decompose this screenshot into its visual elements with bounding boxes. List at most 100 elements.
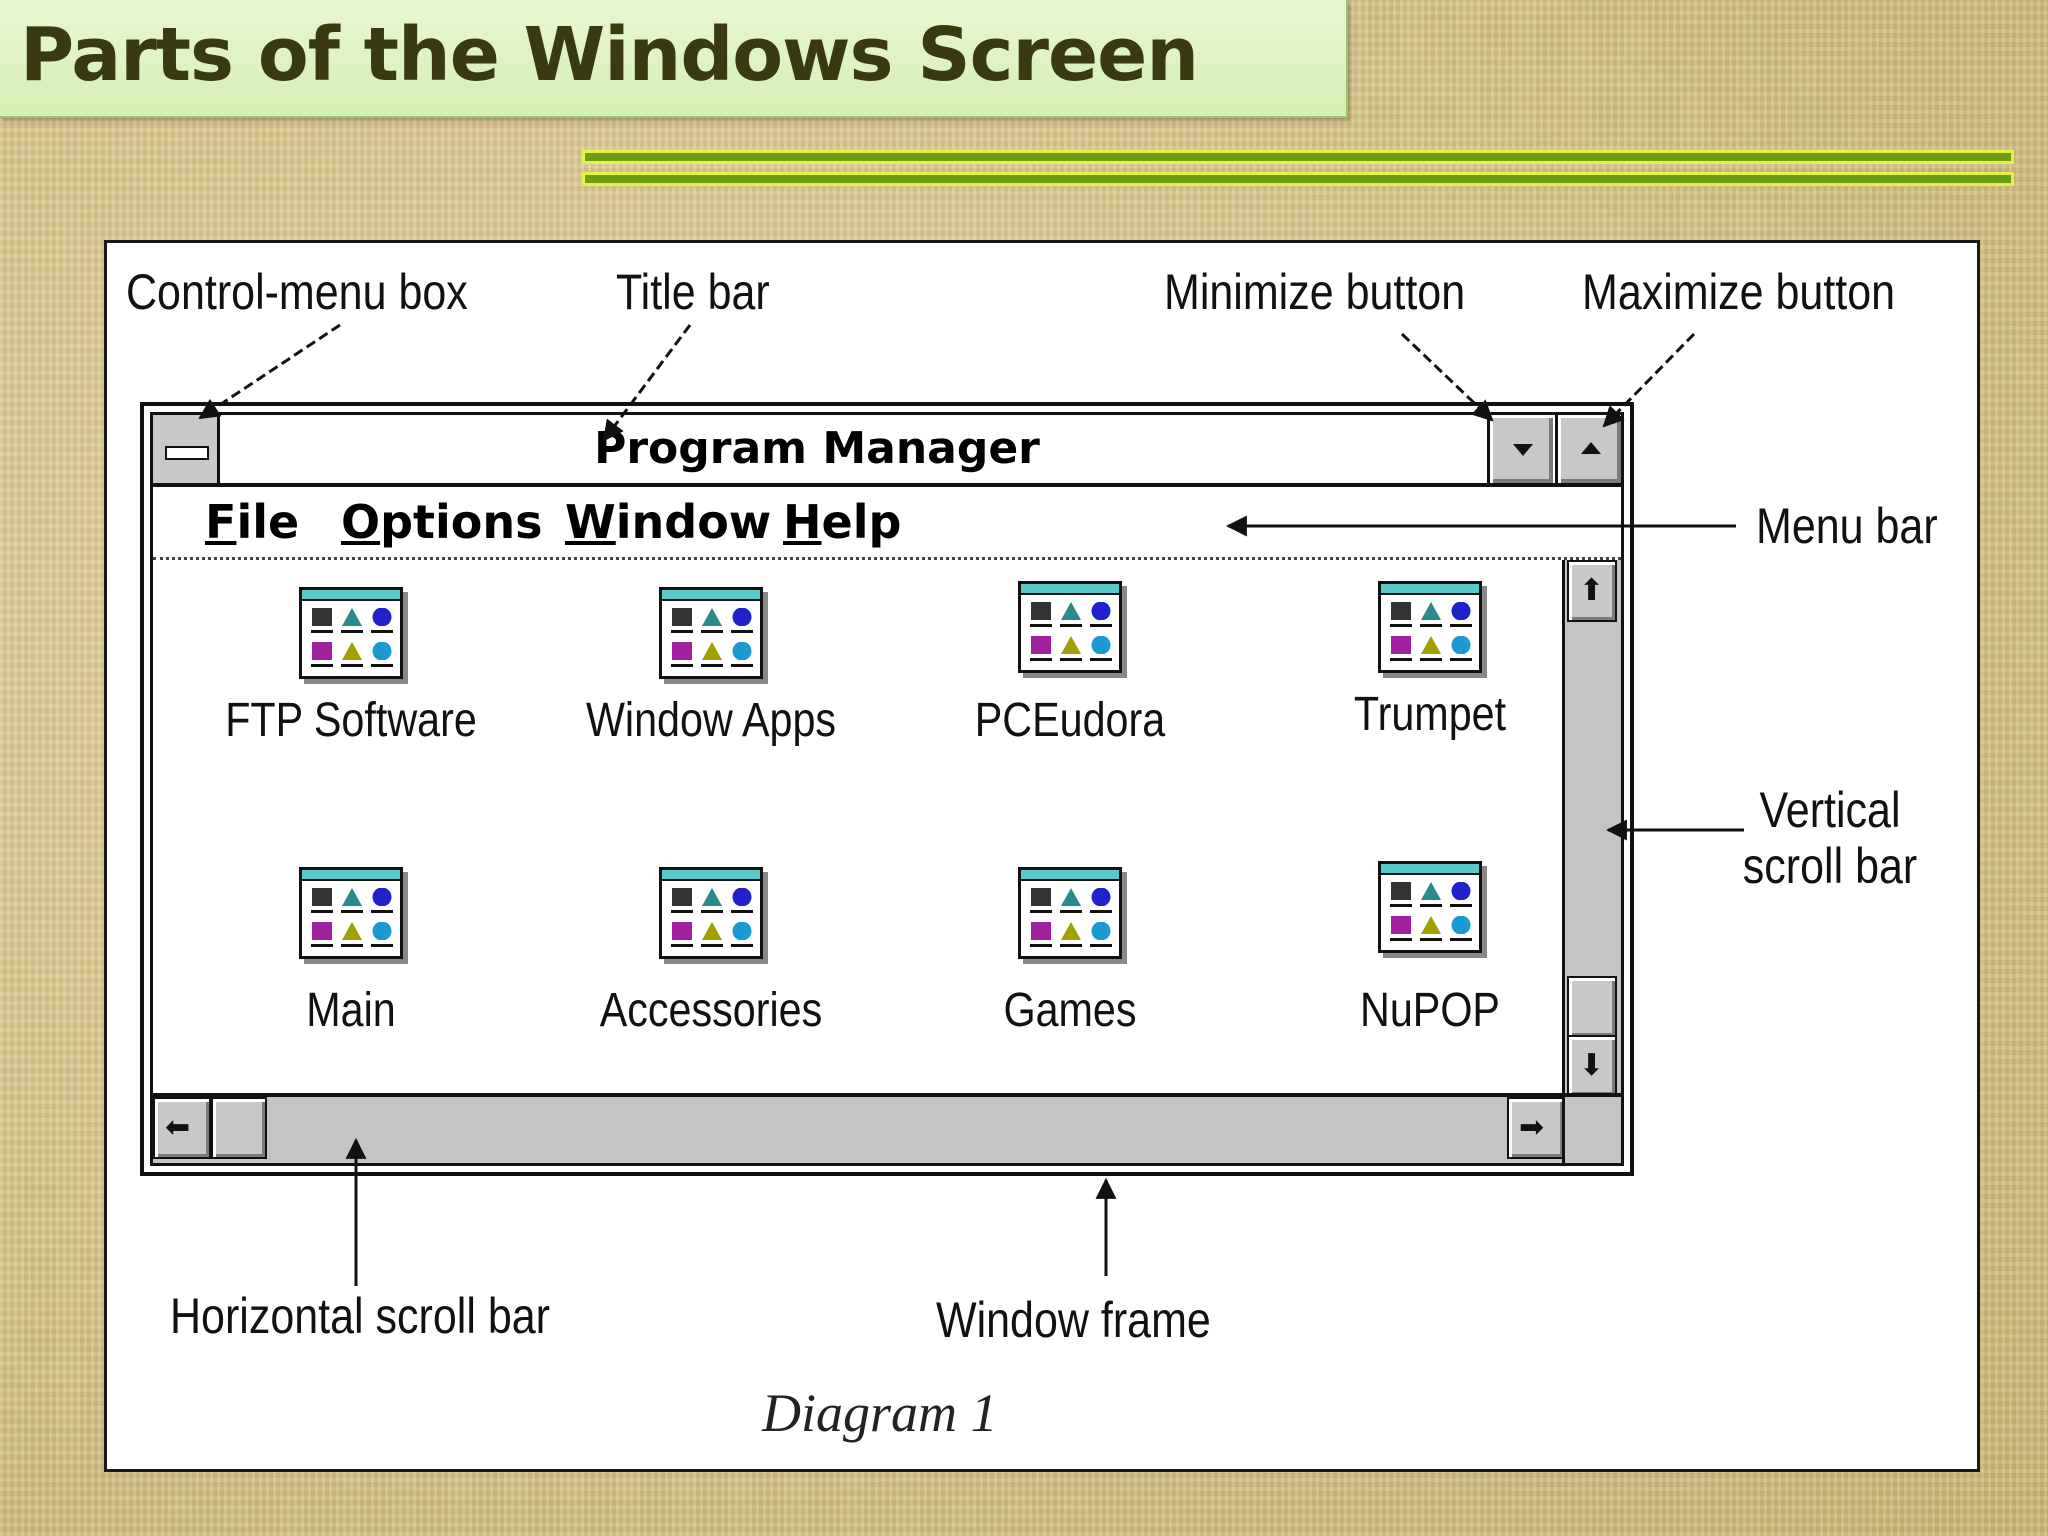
scroll-left-button[interactable]: ⬅: [153, 1097, 211, 1159]
menu-window-label: indow: [615, 495, 772, 549]
program-item-underline: [1390, 658, 1412, 661]
menu-help[interactable]: Help: [783, 495, 901, 549]
triangle-up-icon: [1581, 442, 1601, 454]
group-icon-caption-strip: [302, 870, 400, 881]
program-item-underline: [1060, 658, 1082, 661]
leader-title-bar: [602, 324, 692, 442]
program-group-icon: [659, 867, 763, 959]
program-item-mini-icon: [732, 888, 752, 906]
program-group-icon: [1378, 581, 1482, 673]
menu-window-accelerator: W: [565, 495, 616, 549]
program-item-mini-icon: [1091, 602, 1111, 620]
program-item-underline: [1090, 910, 1112, 913]
group-label: Accessories: [599, 984, 823, 1037]
program-item-underline: [1420, 624, 1442, 627]
program-group-icon: [299, 867, 403, 959]
program-item-underline: [311, 664, 333, 667]
program-item-mini-icon: [1031, 636, 1051, 654]
vertical-scroll-thumb[interactable]: [1567, 976, 1617, 1038]
menu-bar: File Options Window Help: [153, 487, 1621, 560]
program-item-mini-icon: [312, 608, 332, 626]
menu-file[interactable]: File: [205, 495, 299, 549]
callout-window-frame: Window frame: [936, 1292, 1211, 1348]
program-item-underline: [1030, 624, 1052, 627]
group-trumpet[interactable]: Trumpet: [1275, 581, 1585, 742]
program-item-underline: [341, 944, 363, 947]
program-group-icon: [1378, 861, 1482, 953]
group-accessories[interactable]: Accessories: [556, 867, 866, 1038]
menu-window[interactable]: Window: [565, 495, 771, 549]
scroll-right-button[interactable]: ➡: [1507, 1097, 1565, 1159]
minimize-button[interactable]: [1487, 415, 1553, 483]
program-item-mini-icon: [672, 642, 692, 660]
program-item-underline: [731, 910, 753, 913]
group-label: Games: [1003, 984, 1137, 1037]
program-item-mini-icon: [1391, 602, 1411, 620]
program-item-underline: [1030, 944, 1052, 947]
program-item-mini-icon: [372, 608, 392, 626]
menu-help-accelerator: H: [783, 495, 822, 549]
program-item-underline: [371, 630, 393, 633]
menu-options-label: ptions: [380, 495, 543, 549]
program-item-underline: [1420, 938, 1442, 941]
horizontal-scroll-thumb[interactable]: [211, 1097, 267, 1159]
program-item-underline: [341, 664, 363, 667]
menu-options[interactable]: Options: [341, 495, 543, 549]
group-pceudora[interactable]: PCEudora: [915, 581, 1225, 748]
arrow-down-icon: ⬇: [1579, 1048, 1605, 1083]
arrow-right-icon: ➡: [1519, 1110, 1545, 1145]
horizontal-scroll-bar[interactable]: ⬅ ➡: [153, 1093, 1565, 1163]
group-nupop[interactable]: NuPOP: [1275, 861, 1585, 1038]
group-label: Trumpet: [1353, 688, 1507, 741]
group-label: NuPOP: [1360, 984, 1500, 1037]
slide-title-box: Parts of the Windows Screen: [0, 0, 1348, 118]
program-item-underline: [311, 944, 333, 947]
program-item-mini-icon: [1091, 922, 1111, 940]
program-item-underline: [1420, 904, 1442, 907]
group-main[interactable]: Main: [196, 867, 506, 1038]
program-item-mini-icon: [672, 608, 692, 626]
program-item-mini-icon: [732, 642, 752, 660]
callout-maximize-button: Maximize button: [1582, 264, 1896, 320]
program-item-underline: [371, 664, 393, 667]
group-games[interactable]: Games: [915, 867, 1225, 1038]
program-group-icon: [299, 587, 403, 679]
menu-help-label: elp: [821, 495, 902, 549]
leader-maximize-button: [1602, 332, 1696, 428]
group-icon-caption-strip: [1021, 584, 1119, 595]
program-item-mini-icon: [312, 922, 332, 940]
program-item-mini-icon: [1451, 602, 1471, 620]
program-item-underline: [671, 630, 693, 633]
decorative-rule-top: [582, 150, 2014, 164]
callout-minimize-button: Minimize button: [1164, 264, 1466, 320]
program-item-underline: [1030, 910, 1052, 913]
program-item-underline: [1450, 658, 1472, 661]
program-item-mini-icon: [672, 922, 692, 940]
program-item-underline: [1060, 910, 1082, 913]
program-item-mini-icon: [1391, 882, 1411, 900]
control-menu-bar-icon: [165, 446, 209, 460]
control-menu-box[interactable]: [153, 415, 220, 483]
program-item-mini-icon: [1451, 916, 1471, 934]
program-item-underline: [371, 910, 393, 913]
group-label: FTP Software: [225, 694, 477, 747]
scroll-up-button[interactable]: ⬆: [1567, 560, 1617, 622]
window-client-frame: Program Manager File Options Window Help…: [150, 412, 1624, 1166]
scroll-corner: [1562, 1093, 1621, 1163]
title-bar[interactable]: Program Manager: [153, 415, 1621, 487]
group-label: PCEudora: [974, 694, 1166, 747]
program-item-mini-icon: [1031, 602, 1051, 620]
callout-title-bar: Title bar: [616, 264, 770, 320]
program-item-underline: [1030, 658, 1052, 661]
program-item-underline: [701, 630, 723, 633]
scroll-down-button[interactable]: ⬇: [1567, 1035, 1617, 1097]
callout-control-menu-box: Control-menu box: [126, 264, 468, 320]
group-window-apps[interactable]: Window Apps: [556, 587, 866, 748]
leader-minimize-button: [1400, 332, 1494, 422]
group-ftp-software[interactable]: FTP Software: [196, 587, 506, 748]
program-manager-window: Program Manager File Options Window Help…: [140, 402, 1634, 1176]
program-item-mini-icon: [1391, 916, 1411, 934]
program-item-underline: [1450, 904, 1472, 907]
arrow-up-icon: ⬆: [1579, 573, 1605, 608]
